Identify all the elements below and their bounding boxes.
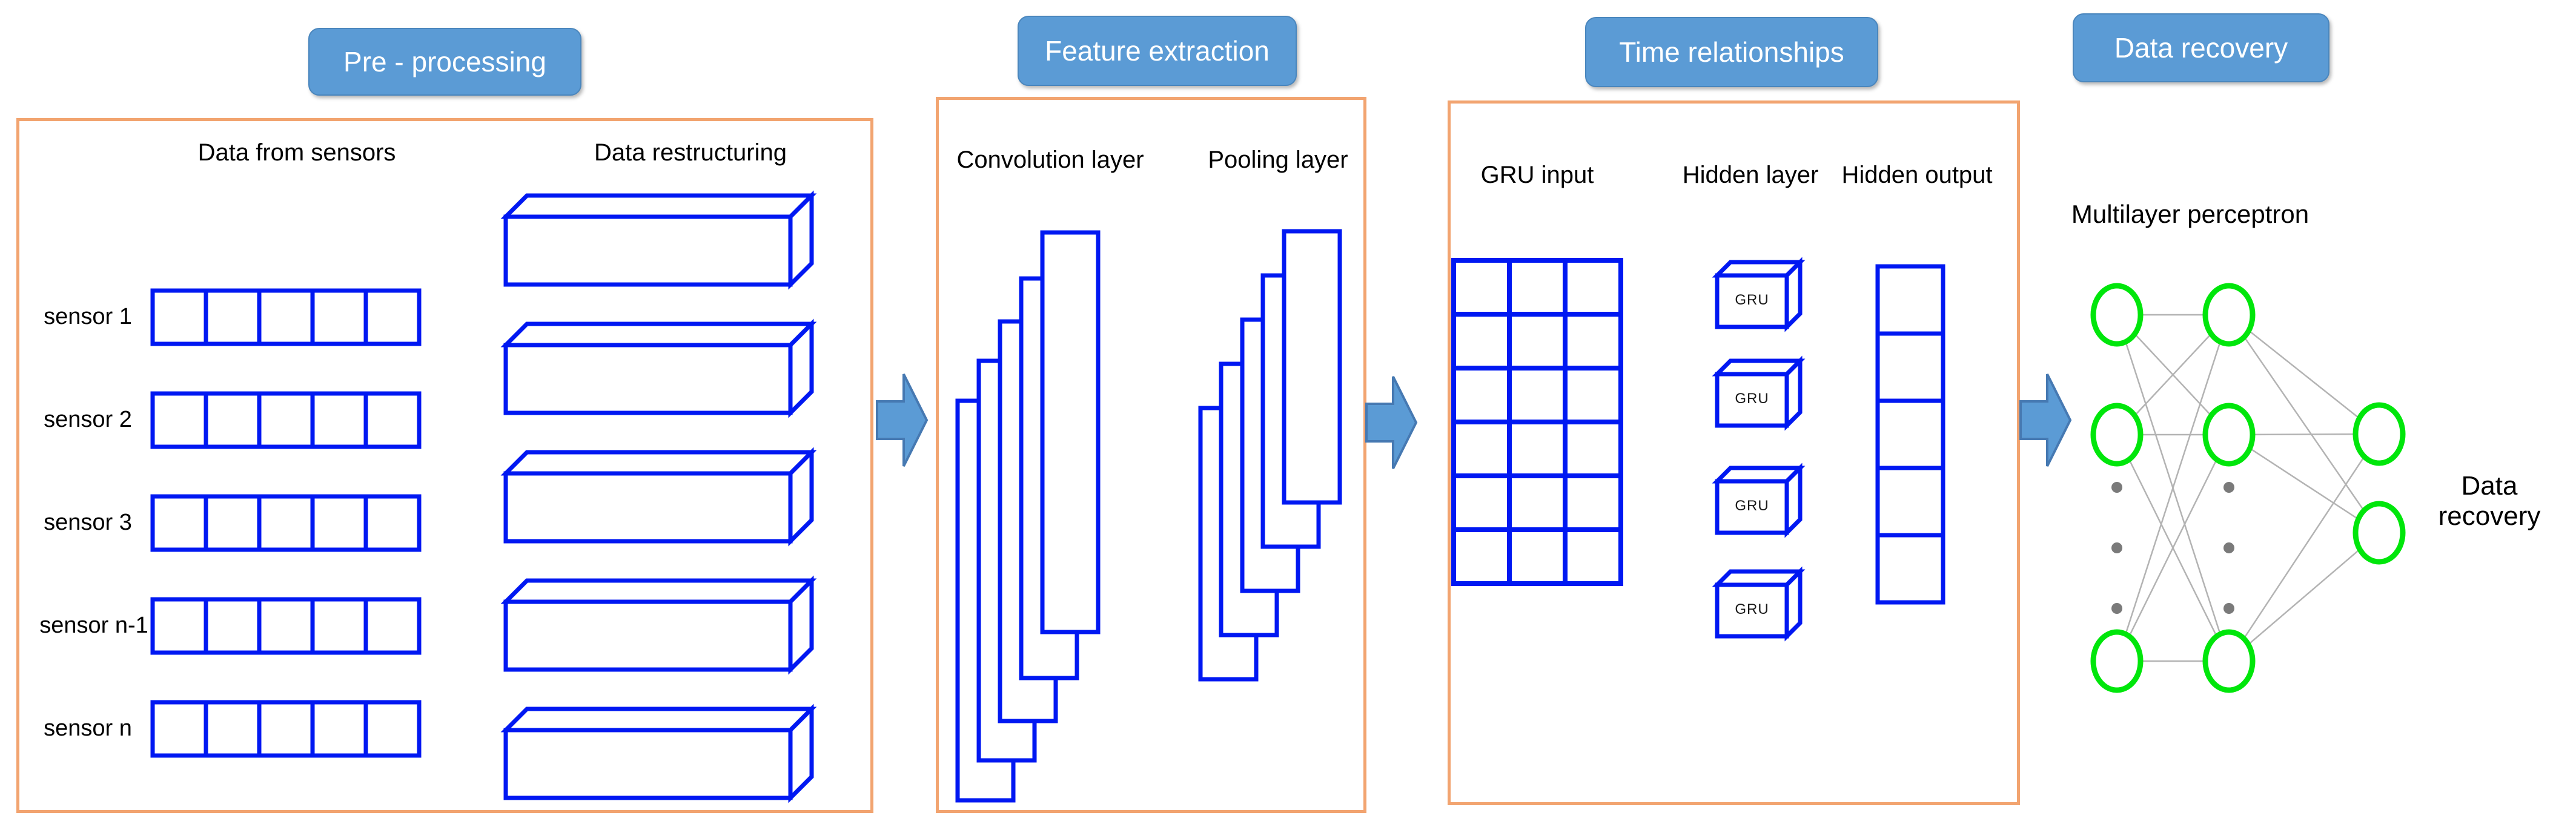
stage-badge-preprocessing: Pre - processing [308, 28, 581, 96]
sensor-label-1: sensor 1 [44, 304, 132, 329]
arrow-right-icon [876, 374, 929, 467]
panel-preprocessing [16, 118, 873, 813]
mlp-ellipsis-dots [2111, 482, 2234, 614]
label-convolution-layer: Convolution layer [956, 147, 1144, 173]
stage-badge-label: Data recovery [2114, 32, 2288, 64]
arrow-right-icon [1365, 376, 1418, 469]
column-title-data-from-sensors: Data from sensors [197, 139, 396, 166]
label-hidden-layer: Hidden layer [1682, 162, 1819, 188]
sensor-label-2: sensor 2 [44, 407, 132, 432]
mlp-neurons [2090, 283, 2406, 693]
panel-feature-extraction [936, 97, 1366, 813]
gru-cube-text: GRU [1735, 390, 1769, 407]
gru-cube-text: GRU [1735, 601, 1769, 618]
arrow-right-icon [2019, 374, 2072, 467]
mlp-connections [2116, 314, 2380, 662]
label-hidden-output: Hidden output [1841, 162, 1993, 188]
label-multilayer-perceptron: Multilayer perceptron [2071, 200, 2309, 228]
label-gru-input: GRU input [1480, 162, 1594, 188]
stage-badge-feature-extraction: Feature extraction [1018, 16, 1297, 86]
panel-time-relationships [1448, 100, 2020, 805]
stage-badge-label: Time relationships [1619, 36, 1844, 68]
gru-cube-text: GRU [1735, 498, 1769, 514]
stage-badge-data-recovery: Data recovery [2073, 13, 2329, 82]
stage-badge-label: Feature extraction [1045, 35, 1270, 67]
label-pooling-layer: Pooling layer [1208, 147, 1348, 173]
column-title-data-restructuring: Data restructuring [594, 139, 787, 166]
stage-badge-label: Pre - processing [343, 46, 546, 77]
sensor-label-n-1: sensor n-1 [39, 613, 148, 638]
gru-cube-text: GRU [1735, 292, 1769, 308]
stage-badge-time-relationships: Time relationships [1585, 17, 1878, 87]
sensor-label-3: sensor 3 [44, 510, 132, 535]
sensor-label-n: sensor n [44, 716, 132, 741]
label-data-recovery-output: Data recovery [2438, 471, 2541, 531]
